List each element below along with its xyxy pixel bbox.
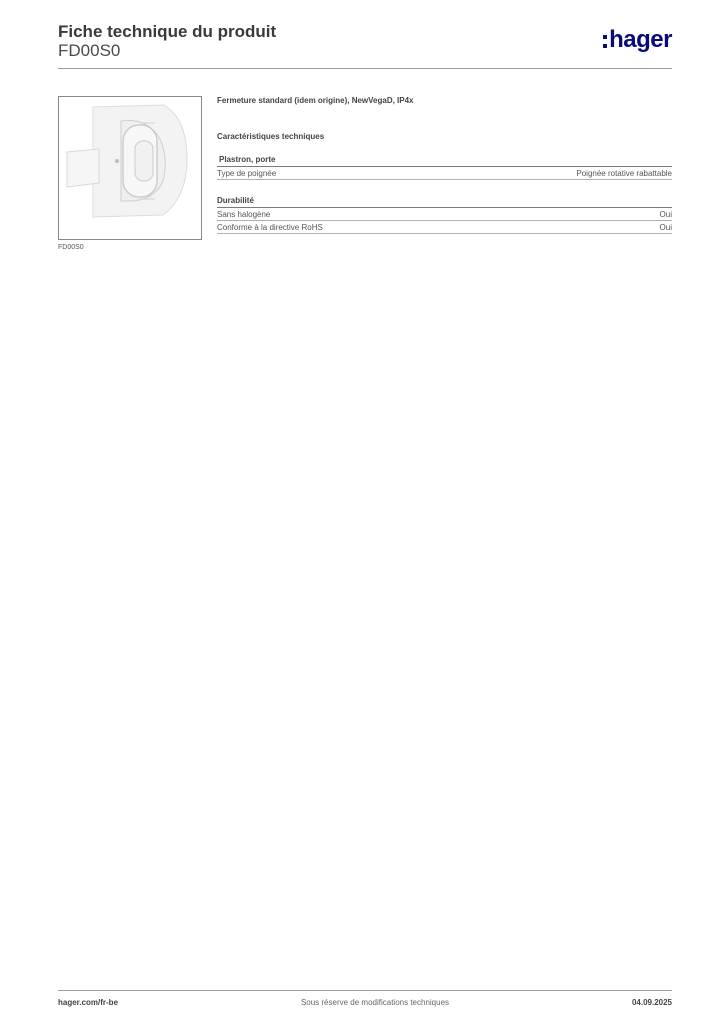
footer-divider [58,990,672,991]
spec-group-title: Durabilité [217,196,672,208]
document-footer: hager.com/fr-be Sous réserve de modifica… [58,998,672,1007]
spec-value: Oui [659,210,672,219]
footer-website[interactable]: hager.com/fr-be [58,998,119,1007]
product-image [58,96,202,240]
spec-label: Conforme à la directive RoHS [217,223,323,232]
footer-note: Sous réserve de modifications techniques [300,998,450,1007]
product-description: Fermeture standard (idem origine), NewVe… [217,96,414,105]
spec-row: Sans halogène Oui [217,208,672,221]
product-details: Fermeture standard (idem origine), NewVe… [217,96,672,234]
spec-label: Sans halogène [217,210,271,219]
hager-logo: hager [603,28,672,52]
spec-row: Type de poignée Poignée rotative rabatta… [217,167,672,180]
footer-date: 04.09.2025 [631,998,672,1007]
logo-dots-icon [603,35,608,48]
page-title: Fiche technique du produit [58,22,277,41]
logo-text: hager [609,26,672,53]
section-title: Caractéristiques techniques [217,132,325,141]
spec-value: Poignée rotative rabattable [576,169,672,178]
header-divider [58,68,672,69]
spec-group-title: Plastron, porte [217,155,672,167]
spec-label: Type de poignée [217,169,277,178]
product-photo-icon [59,97,201,239]
image-caption: FD00S0 [58,244,84,251]
spec-row: Conforme à la directive RoHS Oui [217,221,672,234]
document-header: Fiche technique du produit FD00S0 [58,22,276,61]
product-code: FD00S0 [58,41,121,60]
spec-value: Oui [659,223,672,232]
